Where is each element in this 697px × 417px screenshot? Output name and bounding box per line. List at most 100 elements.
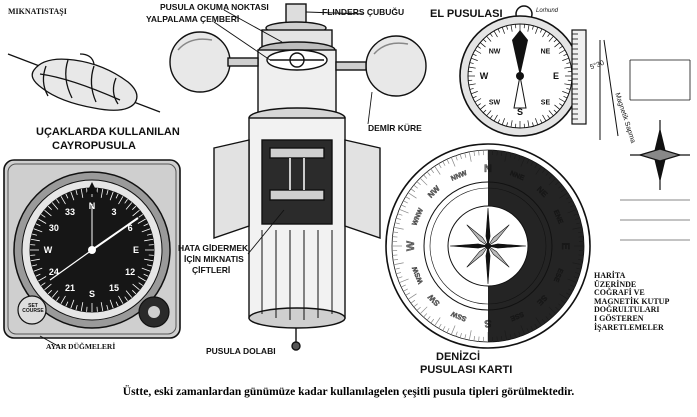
hand-compass-tick [542, 30, 547, 38]
hand-compass-tick [477, 45, 481, 49]
hand-compass-tick [532, 122, 534, 127]
hand-compass-tick [479, 104, 486, 110]
card-tick [426, 171, 431, 176]
gyro-tick [60, 196, 66, 205]
hand-compass-tick [468, 66, 476, 69]
card-tick [434, 317, 441, 327]
hand-compass-point: SW [489, 99, 501, 106]
hand-compass-tick [506, 25, 508, 30]
gyro-tick [80, 188, 84, 198]
gyro-tick [65, 193, 69, 199]
gyro-tick [118, 295, 124, 304]
gyro-tick [100, 302, 104, 312]
hand-compass-tick [510, 24, 513, 32]
hand-compass-tick [506, 122, 508, 127]
gyro-tick [44, 209, 52, 217]
hand-compass-tick [563, 95, 568, 99]
card-tick [393, 226, 404, 230]
gyro-tick [143, 223, 149, 227]
card-tick [397, 276, 403, 279]
card-tick [401, 204, 406, 208]
card-tick [473, 150, 475, 157]
hand-compass-tick [566, 62, 571, 64]
gyro-tick [118, 196, 124, 205]
gyro-tick [40, 214, 46, 218]
gyro-dial-number: 24 [49, 267, 59, 277]
gyro-tick [33, 228, 43, 233]
hand-compass-tick [501, 27, 505, 34]
hand-compass-tick [564, 66, 572, 69]
gyro-tick [100, 188, 104, 198]
hand-compass-tick [471, 57, 478, 61]
card-tick [438, 163, 442, 169]
card-tick [442, 161, 446, 166]
hand-compass-tick [477, 103, 481, 107]
card-tick [394, 267, 400, 270]
hand-compass-point: W [480, 71, 489, 81]
hand-compass-point: NE [541, 49, 551, 56]
label-iron-sphere: DEMİR KÜRE [368, 123, 422, 133]
label-corrector-line1: HATA GİDERMEK [178, 243, 249, 253]
card-tick [430, 318, 435, 324]
gyro-tick [109, 299, 114, 309]
gyro-tick [146, 264, 152, 267]
label-corrector-line3: ÇİFTLERİ [192, 265, 231, 275]
card-tick [397, 213, 403, 216]
label-marine-card-line2: PUSULASI KARTI [420, 364, 513, 376]
gyro-tick [132, 290, 137, 295]
gyro-dial-number: 33 [65, 207, 75, 217]
hand-compass-point: E [553, 71, 559, 81]
map-declination-drawing [599, 39, 691, 241]
hand-compass-tick [486, 35, 492, 42]
gyro-tick [35, 273, 41, 277]
gyro-tick [106, 190, 109, 196]
gyro-tick [137, 276, 146, 282]
hand-compass-tick [558, 49, 566, 54]
card-tick [405, 292, 411, 296]
gyro-tick [51, 202, 59, 210]
card-tick [442, 326, 446, 331]
gyro-tick [141, 267, 151, 272]
gyro-tick [138, 282, 144, 286]
gyro-tick [75, 190, 78, 196]
label-hand-compass: EL PUSULASI [430, 8, 503, 20]
hand-compass-tick [539, 119, 543, 124]
gyro-tick [124, 198, 128, 204]
card-tick [430, 168, 435, 174]
gyro-tick [106, 304, 109, 310]
label-binnacle: PUSULA DOLABI [206, 346, 276, 356]
label-compass-reading-point: PUSULA OKUMA NOKTASI [160, 2, 269, 12]
gyro-tick [33, 267, 43, 272]
marine-compass-card-drawing: NNNENEENEEESESESSESSSWSWWSWWWNWNWNNW [385, 143, 591, 349]
gyro-tick [143, 273, 149, 277]
gyro-tick [47, 290, 52, 295]
card-tick [401, 284, 406, 288]
hand-compass-tick [547, 33, 551, 37]
hand-compass-tick [510, 120, 513, 128]
hand-compass-tick [548, 35, 554, 42]
leader-lines [213, 9, 373, 255]
card-tick [413, 303, 418, 308]
gyro-dial-number: 6 [128, 223, 133, 233]
hand-compass-tick [493, 30, 498, 38]
label-aircraft-line2: CAYROPUSULA [52, 140, 136, 152]
card-tick [393, 262, 404, 266]
hand-compass-tick [535, 118, 539, 125]
hand-compass-tick [527, 24, 530, 32]
card-tick [392, 259, 399, 261]
card-tick [396, 272, 402, 275]
card-tick [407, 293, 417, 300]
label-aircraft-line1: UÇAKLARDA KULLANILAN [36, 126, 180, 138]
hand-compass-tick [482, 109, 487, 114]
hand-compass-tick [472, 53, 477, 57]
gyro-tick [35, 223, 41, 227]
hand-compass-tick [482, 38, 487, 43]
gyro-tick [80, 302, 84, 312]
gyro-tick [132, 209, 140, 217]
map-marking-line: MAGNETİK KUTUP [594, 296, 670, 306]
hand-compass-tick [474, 98, 482, 103]
label-gimbal-ring: YALPALAMA ÇEMBERİ [146, 14, 240, 24]
card-tick [450, 325, 456, 335]
gyro-tick [115, 301, 119, 307]
